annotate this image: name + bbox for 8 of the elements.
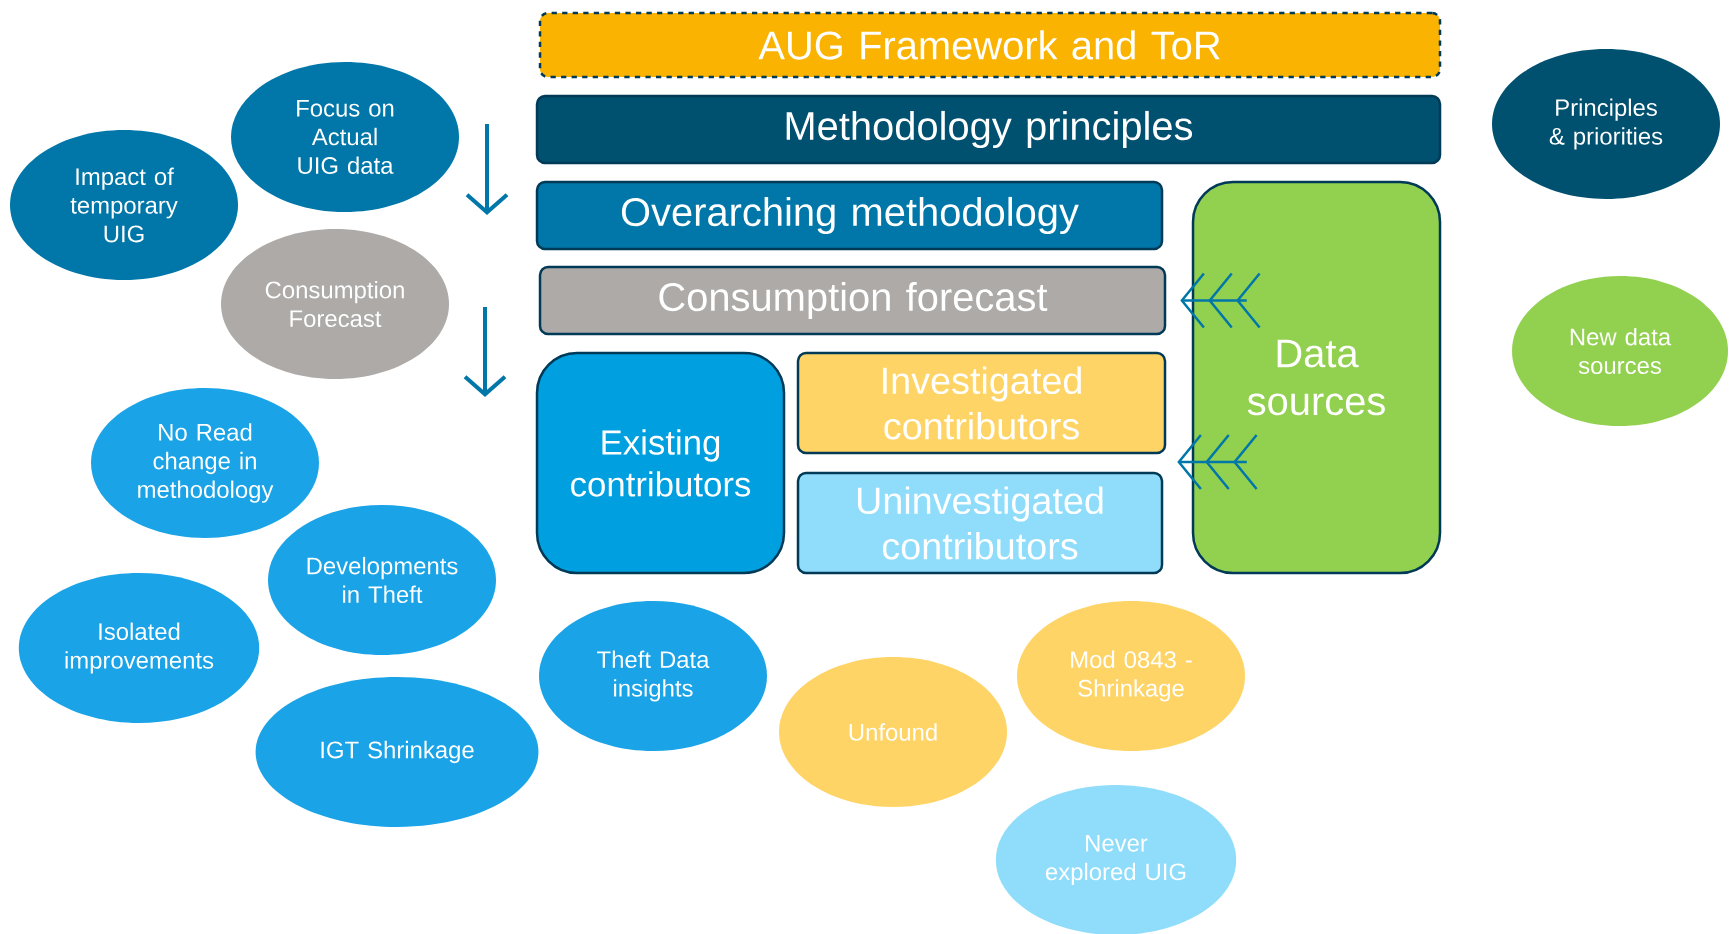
process-box: AUG Framework and ToR: [538, 11, 1442, 79]
process-box: Investigated contributors: [796, 351, 1167, 455]
process-box: Data sources: [1191, 180, 1442, 575]
process-box: Uninvestigated contributors: [796, 471, 1164, 575]
process-box: Existing contributors: [535, 351, 786, 575]
process-box: Consumption forecast: [538, 265, 1167, 336]
process-box: Overarching methodology: [535, 180, 1164, 251]
process-box: Methodology principles: [535, 94, 1442, 165]
